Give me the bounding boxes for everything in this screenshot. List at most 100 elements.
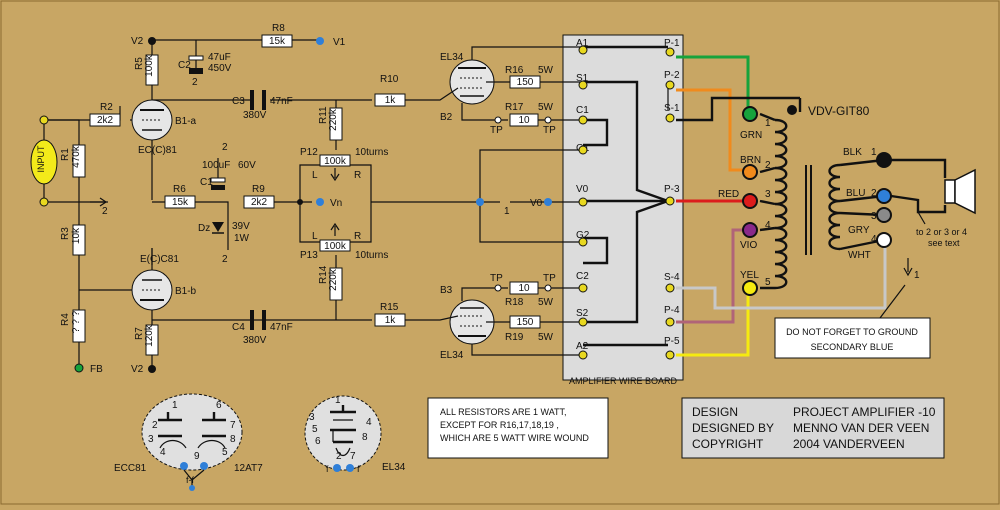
tp-label: TP — [543, 125, 556, 136]
r2-label: R2 — [100, 102, 113, 113]
junction-dot — [297, 199, 303, 205]
r18-value: 10 — [518, 283, 530, 294]
primary-num: 1 — [765, 118, 771, 129]
c1-voltage: 60V — [238, 160, 256, 171]
c1-value: 100uF — [202, 160, 230, 171]
input-pin — [39, 197, 49, 207]
transformer-title: VDV-GIT80 — [808, 104, 870, 118]
input-label: INPUT — [36, 145, 46, 173]
pinout-electrodes — [330, 405, 356, 444]
p12-turns: 10turns — [355, 147, 388, 158]
ground-dz: 2 — [222, 254, 228, 265]
zener-diode — [212, 222, 224, 232]
terminal-pin — [665, 283, 675, 293]
pin-number: 3 — [309, 412, 315, 423]
node-v1: V1 — [333, 37, 346, 48]
c2-voltage: 450V — [208, 63, 232, 74]
ground-note-line: SECONDARY BLUE — [811, 342, 894, 352]
wire-board-right-terminals: P-1 P-2 S-1 P-3 S-4 P-4 P-5 — [664, 38, 680, 347]
gray-wire — [676, 240, 887, 310]
tube-type: EL34 — [440, 52, 464, 63]
resistor-r7 — [145, 324, 159, 356]
credit-value: 2004 VANDERVEEN — [793, 437, 905, 451]
p12-l: L — [312, 170, 318, 181]
ground-note-pointer — [879, 284, 906, 319]
r5-value: 100k — [144, 54, 155, 77]
terminal-pin — [665, 47, 675, 57]
terminal-pin — [578, 145, 588, 155]
r16-value: 150 — [517, 77, 534, 88]
primary-name: RED — [718, 189, 739, 200]
secondary-num: 1 — [871, 147, 877, 158]
r17-label: R17 — [505, 102, 524, 113]
potentiometer-p12 — [319, 154, 351, 167]
credit-key: COPYRIGHT — [692, 437, 764, 451]
terminal-pins — [578, 45, 675, 360]
terminal-pin — [578, 317, 588, 327]
terminal-blk — [876, 152, 892, 168]
terminal-label: P-1 — [664, 38, 680, 49]
terminal-pin — [665, 113, 675, 123]
resistor-r2 — [89, 113, 121, 127]
terminal-yel — [742, 280, 758, 296]
tp-node — [544, 284, 552, 292]
pin-number: 8 — [230, 434, 236, 445]
capacitor-c2 — [189, 68, 203, 74]
terminal-label: S2 — [576, 308, 589, 319]
capacitor-c4-plate — [262, 310, 266, 330]
ground-arrow — [90, 197, 108, 207]
tube-b1b: B1-b E(C)C81 — [131, 254, 197, 311]
ground-note-line: DO NOT FORGET TO GROUND — [786, 327, 918, 337]
c4-value: 47nF — [270, 322, 293, 333]
ecc81-pinout: 1 2 3 4 5 6 7 8 9 f-f ECC81 12AT7 — [114, 393, 263, 491]
r2-value: 2k2 — [97, 115, 114, 126]
tube-label: B1-b — [175, 286, 197, 297]
terminal-label: S-1 — [664, 103, 680, 114]
tp-node — [494, 284, 502, 292]
credit-key: DESIGN — [692, 405, 738, 419]
tube-type: EC(C)81 — [138, 145, 177, 156]
secondary-coil — [828, 163, 841, 251]
orange-wire — [676, 88, 748, 172]
r5-label: R5 — [134, 57, 145, 70]
potentiometer-p13 — [319, 239, 351, 252]
resistor-r16 — [509, 75, 541, 89]
output-transformer: VDV-GIT80 GRN 1 BRN 2 RED 3 VIO 4 YEL 5 … — [718, 104, 892, 296]
pin-number: 1 — [172, 400, 178, 411]
resistor-note-box — [427, 397, 609, 459]
primary-taps — [759, 112, 776, 290]
board-screen-wires — [583, 80, 669, 324]
terminal-pin — [578, 283, 588, 293]
fb-label: FB — [90, 364, 103, 375]
pinout-f: f — [326, 464, 329, 474]
pin-number: 3 — [148, 434, 154, 445]
terminal-pin — [578, 80, 588, 90]
tube-b2: EL34 B2 — [440, 52, 495, 123]
pin-number: 6 — [315, 436, 321, 447]
loudspeaker: to 2 or 3 or 4 see text — [890, 158, 976, 248]
capacitor-c3 — [250, 90, 254, 110]
secondary-taps — [839, 158, 885, 251]
tp-node — [544, 116, 552, 124]
capacitor-c1-plate — [210, 177, 226, 183]
resistor-r6 — [164, 195, 196, 209]
pinout-heater — [335, 447, 351, 457]
terminal-label: P-2 — [664, 70, 680, 81]
pin-number: 7 — [350, 451, 356, 462]
board-anode-wires — [583, 45, 668, 347]
secondary-name: BLK — [843, 147, 862, 158]
primary-num: 4 — [765, 220, 771, 231]
r10-value: 1k — [385, 95, 397, 106]
tube-label: B1-a — [175, 116, 197, 127]
credits-box — [681, 397, 945, 459]
r4-value: ? ? ? — [71, 310, 82, 333]
r3-value: 10k — [71, 227, 82, 244]
wire-board-label: AMPLIFIER WIRE BOARD — [569, 376, 678, 386]
yellow-wire — [676, 288, 750, 357]
preamp-rails — [79, 39, 320, 370]
r16-label: R16 — [505, 65, 524, 76]
pinout-f: f — [357, 464, 360, 474]
pin-number: 4 — [366, 417, 372, 428]
speaker-note: to 2 or 3 or 4 — [916, 227, 967, 237]
pinout-name: EL34 — [382, 462, 406, 473]
